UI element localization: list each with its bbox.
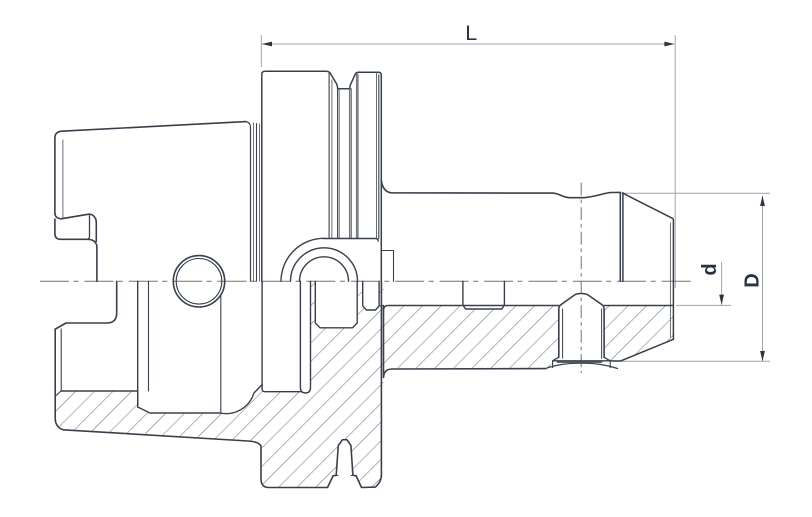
svg-text:L: L [465,21,477,45]
svg-text:D: D [742,273,764,287]
svg-text:d: d [699,263,721,275]
